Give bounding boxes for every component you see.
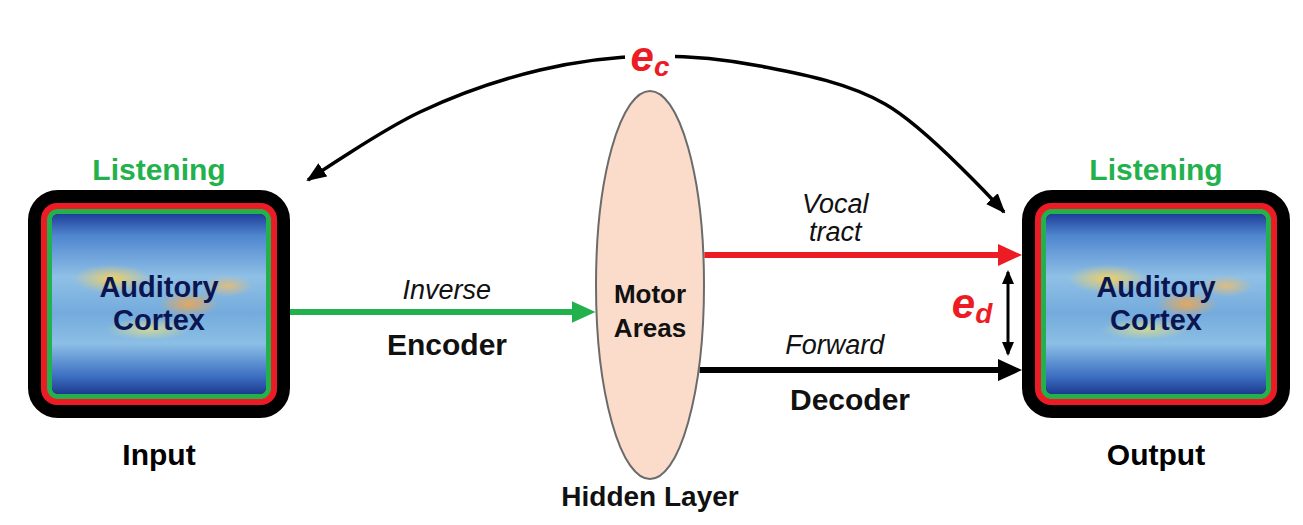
cortex-box: ListeningAuditory CortexInput bbox=[28, 190, 290, 418]
area-name-wrap: Motor Areas bbox=[595, 90, 705, 480]
free-label-wrap: Decoder bbox=[790, 384, 910, 416]
cortex-box: ListeningAuditory CortexOutput bbox=[1022, 190, 1290, 418]
encoder-label: Encoder bbox=[387, 329, 507, 361]
hidden-layer-ellipse bbox=[596, 91, 704, 479]
section-heading-wrap: Listening bbox=[0, 153, 347, 186]
vocal-tract-arrow bbox=[704, 252, 1012, 258]
layer-caption: Output bbox=[1107, 438, 1205, 471]
free-label-wrap: Encoder bbox=[387, 329, 507, 361]
layer-caption-wrap: Input bbox=[0, 438, 347, 471]
layer-caption: Hidden Layer bbox=[561, 482, 738, 513]
error-label: ed bbox=[946, 282, 998, 328]
area-name-wrap: Auditory Cortex bbox=[1046, 214, 1266, 394]
motor-ellipse: Motor AreasHidden Layer bbox=[595, 90, 705, 480]
vocal-tract-arrow-label: Vocal tract bbox=[785, 190, 885, 247]
section-heading-wrap: Listening bbox=[965, 153, 1303, 186]
decoder-arrow bbox=[699, 367, 1012, 373]
area-name-wrap: Auditory Cortex bbox=[52, 214, 266, 394]
free-label-wrap: ed bbox=[946, 282, 998, 328]
decoder-arrow-label: Forward bbox=[785, 331, 884, 359]
edge-label-wrap: Forward bbox=[755, 331, 915, 359]
edge-label-wrap: Inverse bbox=[367, 276, 527, 304]
section-heading: Listening bbox=[1089, 153, 1222, 186]
area-name: Auditory Cortex bbox=[79, 271, 239, 338]
area-name: Motor Areas bbox=[600, 278, 700, 346]
edge-label-wrap: ec bbox=[590, 35, 710, 81]
error-curve-label: ec bbox=[625, 35, 676, 81]
decoder-label: Decoder bbox=[790, 384, 910, 416]
section-heading: Listening bbox=[92, 153, 225, 186]
layer-caption: Input bbox=[122, 438, 195, 471]
layer-caption-wrap: Hidden Layer bbox=[561, 482, 738, 513]
layer-caption-wrap: Output bbox=[965, 438, 1303, 471]
encoder-arrow-label: Inverse bbox=[402, 276, 491, 304]
error-double-arrow bbox=[1007, 272, 1010, 354]
edge-label-wrap: Vocal tract bbox=[785, 190, 885, 247]
area-name: Auditory Cortex bbox=[1076, 271, 1236, 338]
encoder-arrow bbox=[290, 309, 586, 315]
